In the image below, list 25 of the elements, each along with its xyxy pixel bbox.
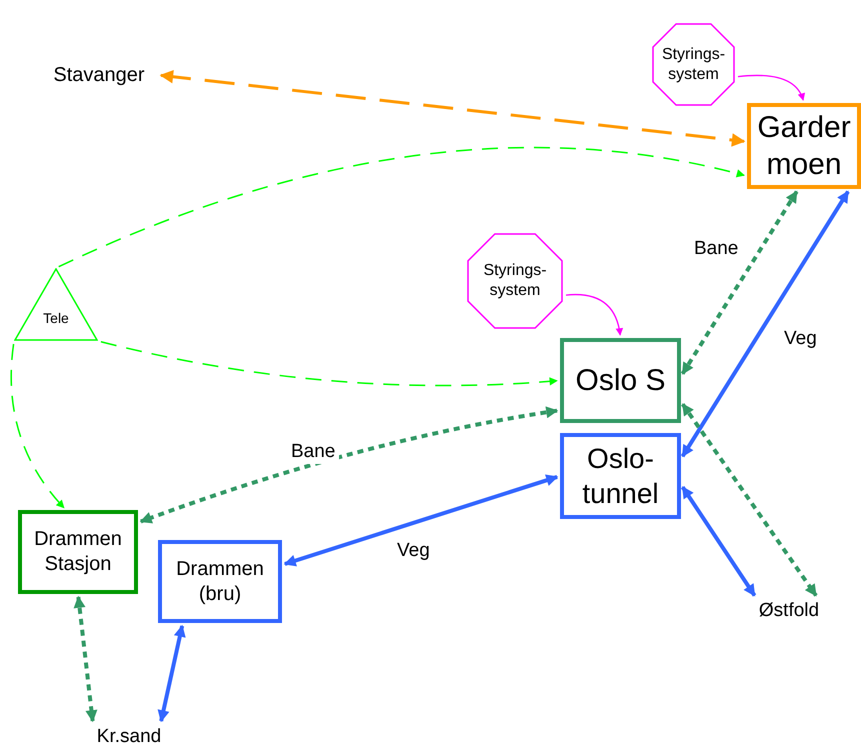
arrow <box>100 341 558 386</box>
arrow <box>140 406 558 524</box>
tunnel-box: Oslo-tunnel <box>560 433 681 519</box>
arrow <box>681 486 756 597</box>
arrow <box>58 146 745 268</box>
control-system-octagon: Styrings-system <box>467 233 563 329</box>
arrow <box>681 403 818 597</box>
place-label: Stavanger <box>40 60 158 90</box>
arrow <box>74 596 98 722</box>
station-box: Drammen Stasjon <box>18 510 138 594</box>
place-label: Kr.sand <box>84 724 174 750</box>
arrow <box>738 74 804 101</box>
arrow <box>160 70 746 147</box>
place-label: Østfold <box>748 598 830 624</box>
station-box: Garder moen <box>747 103 861 189</box>
arrow <box>158 624 186 722</box>
arrow <box>284 474 558 566</box>
arrow <box>680 190 798 375</box>
tele-triangle: Tele <box>14 268 98 341</box>
control-system-octagon: Styrings-system <box>652 23 735 106</box>
arrow <box>10 344 64 508</box>
station-box: Oslo S <box>560 338 681 423</box>
arrow <box>566 294 623 336</box>
arrow <box>680 190 850 458</box>
bridge-box: Drammen (bru) <box>158 540 282 623</box>
